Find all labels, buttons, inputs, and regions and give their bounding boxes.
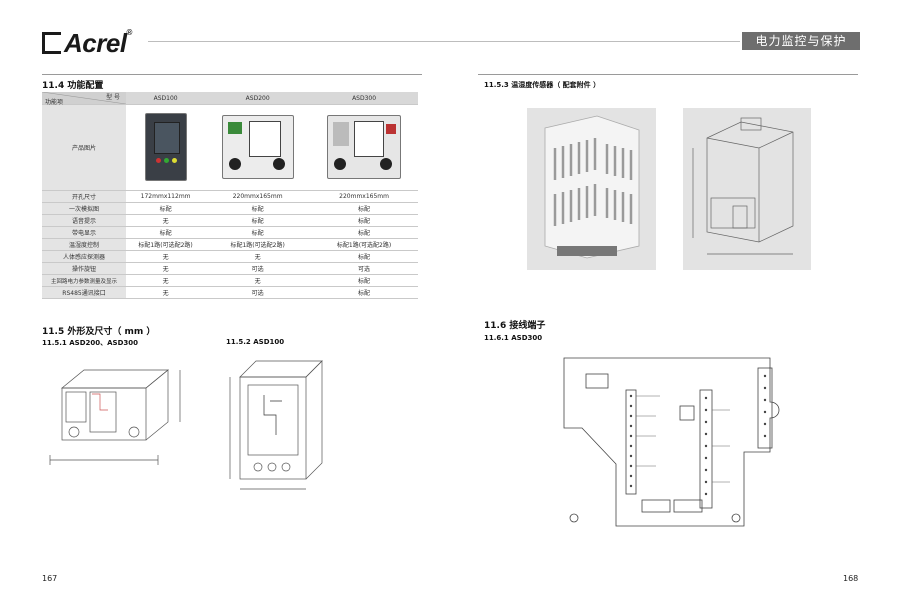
cell: 172mmx112mm <box>126 190 206 203</box>
row-label: 一次模拟图 <box>42 202 126 215</box>
corner-diagonal-icon <box>42 92 126 104</box>
cell: 标配 <box>310 226 418 239</box>
cell: 220mmx165mm <box>310 190 418 203</box>
function-config-title: 11.4 功能配置 <box>42 81 104 91</box>
humidity-sensor-icon <box>544 115 640 259</box>
dimensions-a-title: 11.5.1 ASD200、ASD300 <box>42 339 139 347</box>
right-top-rule <box>478 74 858 75</box>
photo-asd100 <box>126 104 206 191</box>
cell: 标配 <box>205 202 311 215</box>
table-header-row: 型 号 功能项 ASD100 ASD200 ASD300 <box>42 92 418 106</box>
cell: 标配1路(可选配2路) <box>126 238 206 251</box>
table-row-photos: 产品图片 <box>42 104 418 191</box>
row-label: 主回路电力参数测量及显示 <box>42 274 126 287</box>
wiring-subtitle: 11.6.1 ASD300 <box>484 334 543 342</box>
cell: 220mmx165mm <box>205 190 311 203</box>
table-row: 操作旋钮无可选可选 <box>42 262 418 275</box>
page-number-left: 167 <box>42 574 58 583</box>
cell: 标配 <box>310 202 418 215</box>
row-label: 操作旋钮 <box>42 262 126 275</box>
dimensions-title: 11.5 外形及尺寸（ mm ） <box>42 327 156 337</box>
cell: 可选 <box>205 286 311 299</box>
sensor-dimension-icon <box>692 117 794 255</box>
model-header: ASD200 <box>205 92 311 105</box>
cell: 标配 <box>205 214 311 227</box>
row-label: 温湿度控制 <box>42 238 126 251</box>
cell: 无 <box>126 250 206 263</box>
asd200-device-image <box>221 114 294 179</box>
function-config-table: 型 号 功能项 ASD100 ASD200 ASD300 产品图片 <box>42 92 418 299</box>
cell: 标配1路(可选配2路) <box>310 238 418 251</box>
table-corner: 型 号 功能项 <box>42 92 126 106</box>
sensor-title: 11.5.3 温湿度传感器（ 配套附件 ） <box>484 81 601 89</box>
photo-asd200 <box>205 104 311 191</box>
table-row: 温湿度控制标配1路(可选配2路)标配1路(可选配2路)标配1路(可选配2路) <box>42 238 418 251</box>
table-row: 带电显示标配标配标配 <box>42 226 418 239</box>
cell: 标配1路(可选配2路) <box>205 238 311 251</box>
logo-text: Acrel <box>64 28 127 58</box>
row-label: 人体感应探测器 <box>42 250 126 263</box>
cell: 标配 <box>310 214 418 227</box>
model-header: ASD300 <box>310 92 418 105</box>
cell: 标配 <box>310 286 418 299</box>
row-label: 开孔尺寸 <box>42 190 126 203</box>
cell: 无 <box>126 286 206 299</box>
cell: 无 <box>126 262 206 275</box>
row-label: 产品图片 <box>42 104 126 191</box>
cell: 无 <box>126 274 206 287</box>
table-row: 人体感应探测器无无标配 <box>42 250 418 263</box>
cell: 标配 <box>205 226 311 239</box>
sensor-photo <box>527 108 656 270</box>
row-label: RS485通讯接口 <box>42 286 126 299</box>
brand-logo: Acrel® <box>42 28 132 59</box>
cell: 标配 <box>310 274 418 287</box>
asd300-device-image <box>327 114 402 179</box>
left-top-rule <box>42 74 422 75</box>
model-header: ASD100 <box>126 92 206 105</box>
header-rule <box>148 41 740 42</box>
cell: 无 <box>205 250 311 263</box>
cell: 可选 <box>205 262 311 275</box>
corner-top-label: 型 号 <box>106 94 120 101</box>
page-number-right: 168 <box>843 574 859 583</box>
table-row: 一次模拟图标配标配标配 <box>42 202 418 215</box>
sensor-drawing-photo <box>683 108 811 270</box>
logo-mark-icon <box>42 32 61 54</box>
cell: 无 <box>126 214 206 227</box>
table-row: 主回路电力参数测量及显示无无标配 <box>42 274 418 287</box>
cell: 标配 <box>126 202 206 215</box>
asd200-300-dimension-drawing <box>49 369 181 465</box>
cell: 无 <box>205 274 311 287</box>
corner-bottom-label: 功能项 <box>45 99 64 106</box>
terminal-wiring-diagram <box>563 357 780 527</box>
wiring-title: 11.6 接线端子 <box>484 321 546 331</box>
asd100-device-image <box>144 112 187 181</box>
dimensions-b-title: 11.5.2 ASD100 <box>226 338 285 346</box>
photo-asd300 <box>310 104 418 191</box>
logo-registered: ® <box>126 28 133 37</box>
cell: 标配 <box>126 226 206 239</box>
cell: 标配 <box>310 250 418 263</box>
row-label: 语音提示 <box>42 214 126 227</box>
row-label: 带电显示 <box>42 226 126 239</box>
asd100-dimension-drawing <box>229 360 323 490</box>
section-tag: 电力监控与保护 <box>742 32 860 50</box>
table-row: RS485通讯接口无可选标配 <box>42 286 418 299</box>
table-row: 语音提示无标配标配 <box>42 214 418 227</box>
cell: 可选 <box>310 262 418 275</box>
